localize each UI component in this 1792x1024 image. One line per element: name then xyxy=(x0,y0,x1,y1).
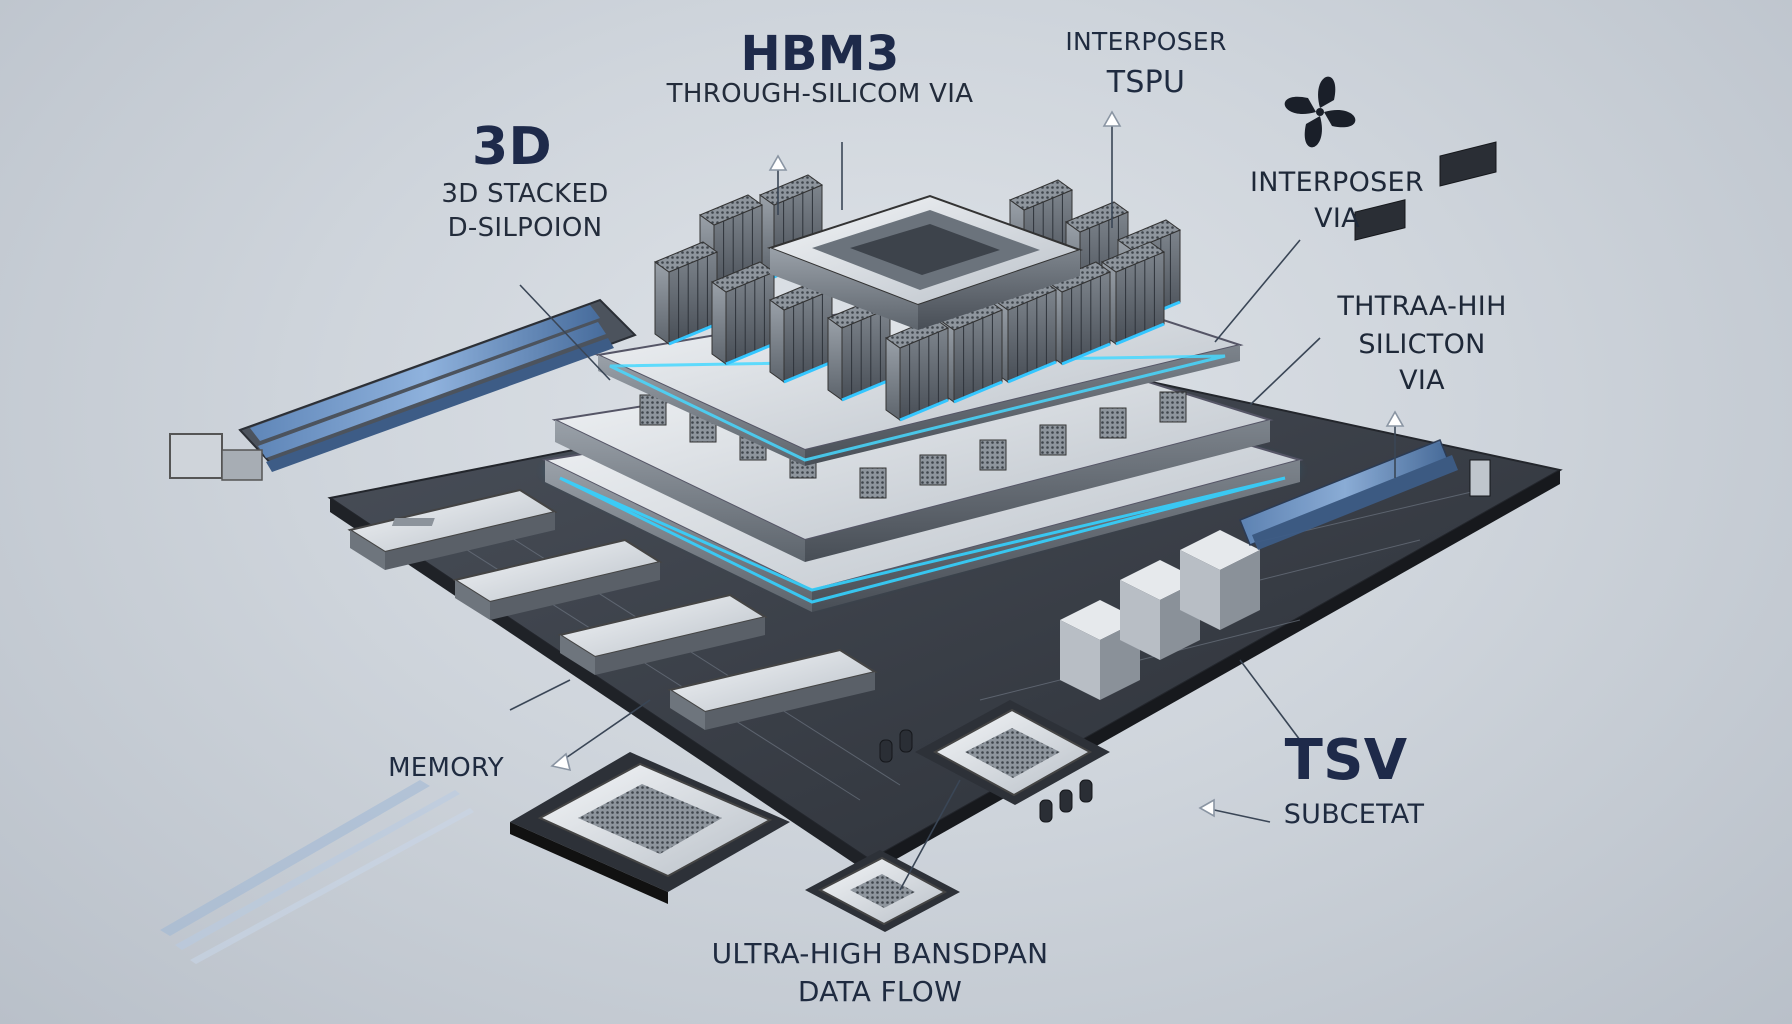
top-right-label-line2: TSPU xyxy=(1106,65,1186,100)
microbump-pads xyxy=(639,391,1187,499)
hbm3-title: HBM3 xyxy=(740,26,900,82)
hbm-die-stack xyxy=(710,261,776,366)
memory-label: MEMORY xyxy=(388,753,504,783)
central-logic-die xyxy=(767,194,1084,330)
stack-title: 3D xyxy=(472,117,552,177)
tsv-title: TSV xyxy=(1284,728,1408,793)
right-via-label-line2: VIA xyxy=(1314,203,1360,234)
data-flow-label-line1: ULTRA-HIGH BANSDPAN xyxy=(711,937,1049,970)
stack-label-line1: 3D STACKED xyxy=(441,179,609,209)
hbm-die-stack xyxy=(1046,261,1112,366)
board-components xyxy=(879,141,1497,823)
ultra-label-line3: VIA xyxy=(1399,365,1445,396)
loose-chip-small xyxy=(805,850,960,932)
ultra-label-line2: SILICTON xyxy=(1358,329,1486,360)
hbm-die-stack xyxy=(1100,241,1166,346)
leader-lines xyxy=(509,110,1405,891)
hbm-die-stack xyxy=(768,279,834,384)
ultra-label-line1: THTRAA-HIH xyxy=(1337,291,1507,322)
board-processor xyxy=(915,700,1110,805)
tsv-subtitle: SUBCETAT xyxy=(1283,799,1425,830)
top-right-label-line1: INTERPOSER xyxy=(1065,27,1227,56)
hbm3-subtitle: THROUGH-SILICOM VIA xyxy=(666,79,974,109)
data-flow-label-line2: DATA FLOW xyxy=(797,975,963,1008)
right-via-label-line1: INTERPOSER xyxy=(1250,167,1424,198)
ribbon-cable-left xyxy=(169,298,637,481)
data-flow-streaks xyxy=(160,780,474,964)
fan-icon xyxy=(1284,76,1356,148)
loose-chip-large xyxy=(510,752,790,904)
hbm-die-stack xyxy=(884,317,950,422)
ribbon-cable-right xyxy=(1239,439,1458,550)
memory-modules xyxy=(347,488,878,730)
hbm-die-stack xyxy=(653,241,719,346)
stack-label-line2: D-SILPOION xyxy=(447,213,603,243)
voltage-regulators xyxy=(1060,530,1260,700)
